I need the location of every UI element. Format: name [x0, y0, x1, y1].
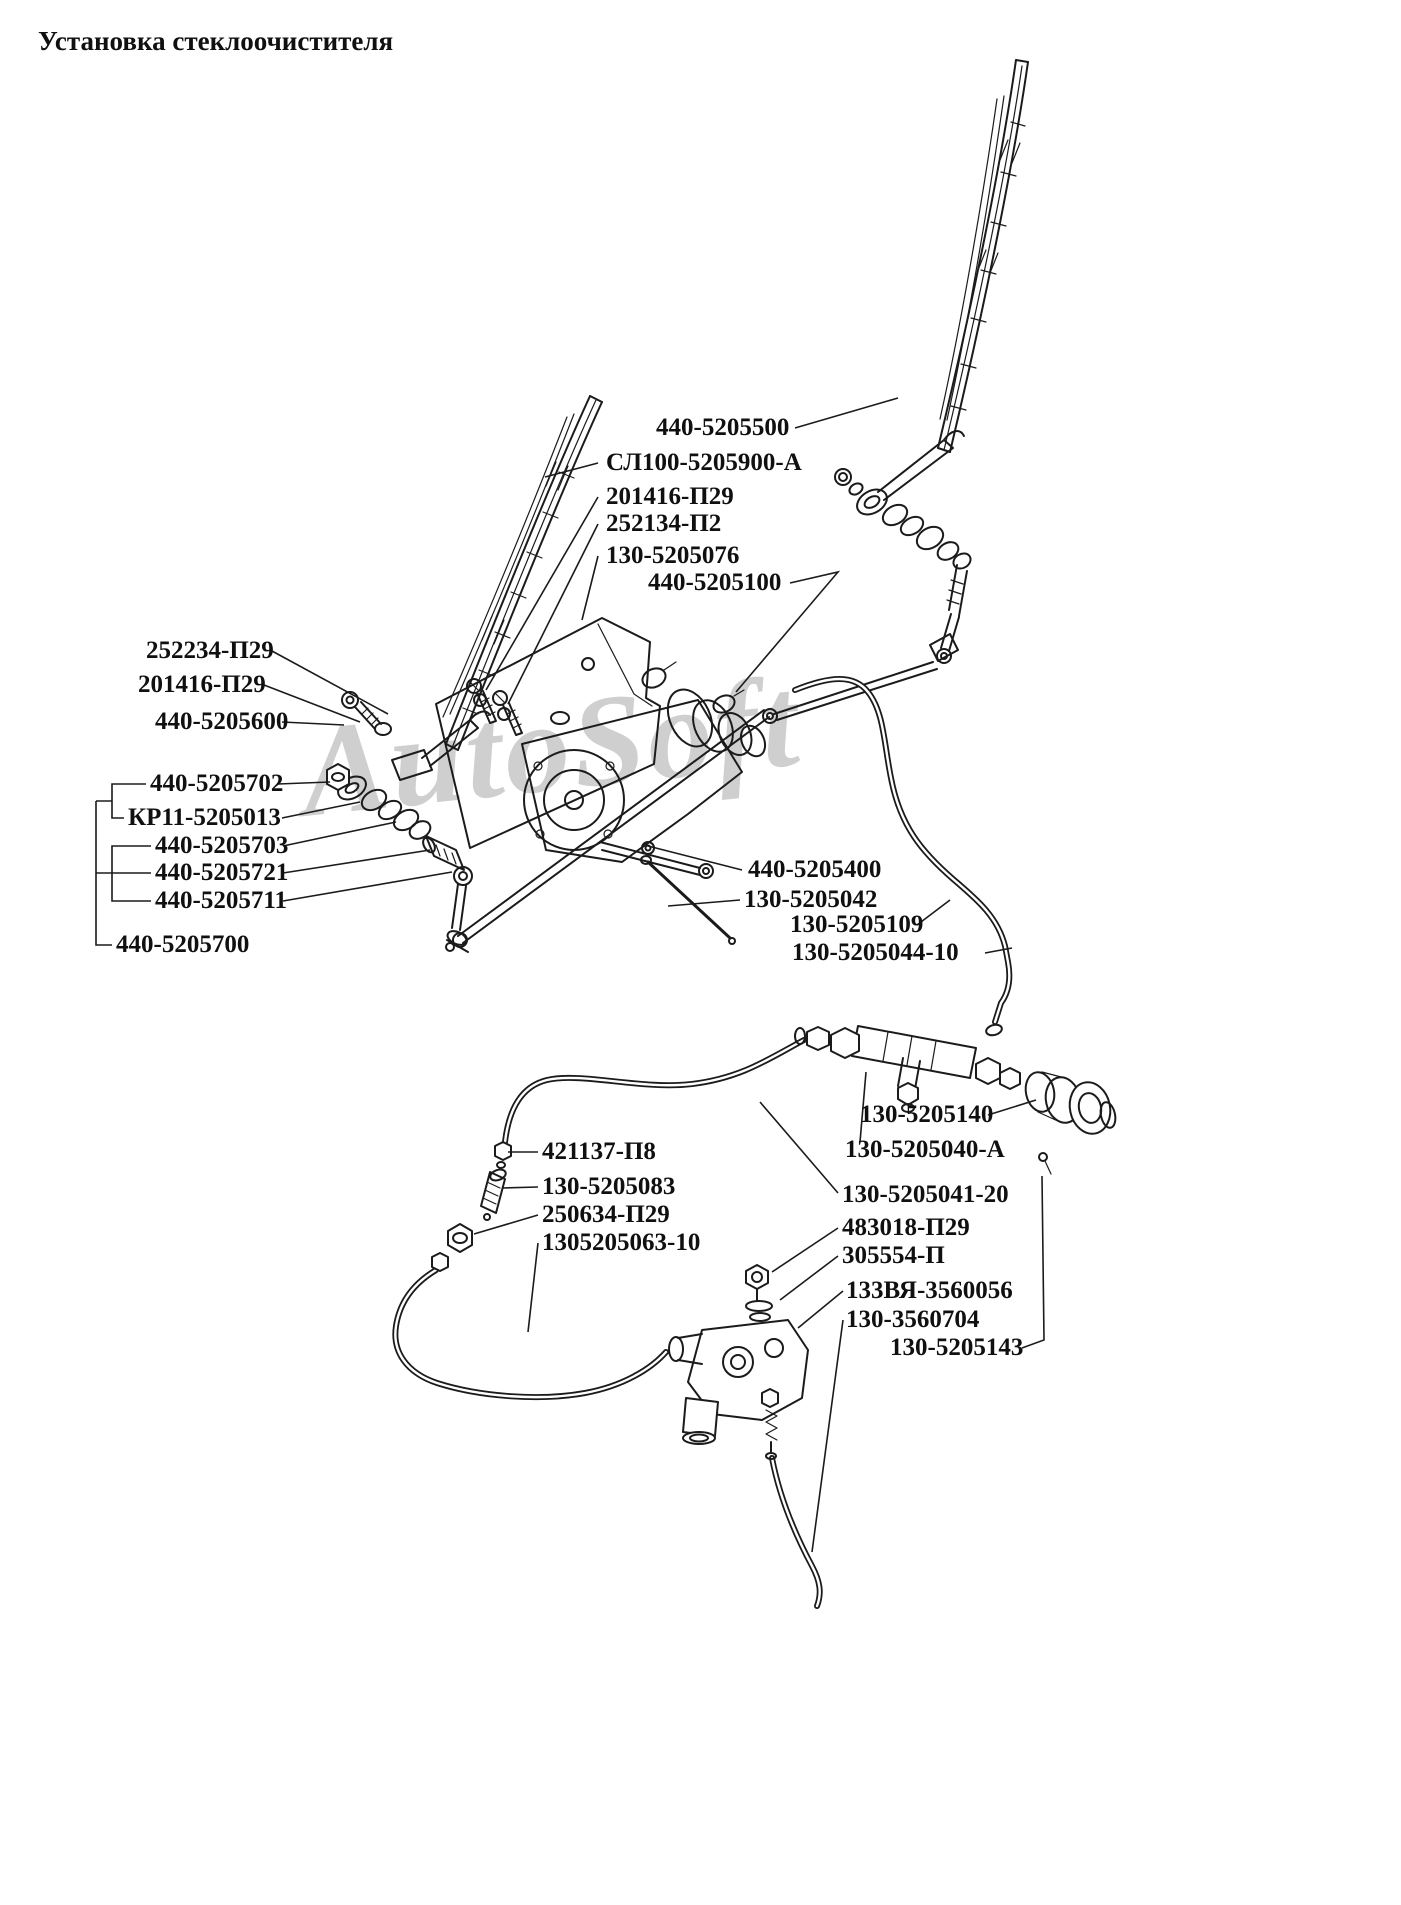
bottom-valve-assembly: [668, 1264, 809, 1460]
part-label-133vya-3560056: 133ВЯ-3560056: [846, 1277, 1013, 1304]
leader-lines: [95, 397, 1045, 1553]
part-label-130-3560704: 130-3560704: [846, 1306, 980, 1333]
wiper-blade-right: [937, 59, 1029, 453]
part-label-440-5205500: 440-5205500: [656, 414, 790, 441]
bracket-plate: [435, 617, 661, 849]
part-label-440-5205711: 440-5205711: [155, 887, 287, 914]
part-label-130-5205044-10: 130-5205044-10: [792, 939, 959, 966]
part-label-sl100-5205900-a: СЛ100-5205900-А: [606, 449, 802, 476]
part-label-130-5205109: 130-5205109: [790, 911, 924, 938]
part-label-130-5205076: 130-5205076: [606, 542, 740, 569]
part-label-440-5205400: 440-5205400: [748, 856, 882, 883]
part-label-130-5205140: 130-5205140: [860, 1101, 994, 1128]
part-label-130-5205042: 130-5205042: [744, 886, 878, 913]
part-label-130-5205040-a: 130-5205040-А: [845, 1136, 1005, 1163]
mounting-bolts: [341, 678, 523, 736]
part-label-440-5205703: 440-5205703: [155, 832, 289, 859]
page-title: Установка стеклоочистителя: [38, 26, 394, 56]
wiper-arm-left: [326, 710, 491, 953]
fittings-lower-left: [431, 1141, 512, 1272]
part-label-201416-p29-upper: 201416-П29: [606, 483, 734, 510]
part-label-130-5205143: 130-5205143: [890, 1334, 1024, 1361]
part-label-305554-p: 305554-П: [842, 1242, 945, 1269]
part-label-440-5205721: 440-5205721: [155, 859, 289, 886]
part-label-252134-p2: 252134-П2: [606, 510, 722, 537]
wiper-blade-left: [442, 395, 603, 751]
part-label-250634-p29: 250634-П29: [542, 1201, 670, 1228]
tee-valve-assembly: [794, 1023, 1117, 1175]
part-label-252234-p29: 252234-П29: [146, 637, 274, 664]
part-label-440-5205702: 440-5205702: [150, 770, 284, 797]
wiper-arm-right: [762, 430, 972, 724]
part-label-440-5205700: 440-5205700: [116, 931, 250, 958]
part-label-440-5205600: 440-5205600: [155, 708, 289, 735]
part-label-kr11-5205013: КР11-5205013: [128, 804, 281, 831]
part-label-421137-p8: 421137-П8: [542, 1138, 656, 1165]
part-label-201416-p29-left: 201416-П29: [138, 671, 266, 698]
linkage-rods: [452, 709, 770, 948]
part-label-440-5205100: 440-5205100: [648, 569, 782, 596]
part-label-130-5205041-20: 130-5205041-20: [842, 1181, 1009, 1208]
part-label-483018-p29: 483018-П29: [842, 1214, 970, 1241]
part-label-1305205063-10: 1305205063-10: [542, 1229, 701, 1256]
part-label-130-5205083: 130-5205083: [542, 1173, 676, 1200]
